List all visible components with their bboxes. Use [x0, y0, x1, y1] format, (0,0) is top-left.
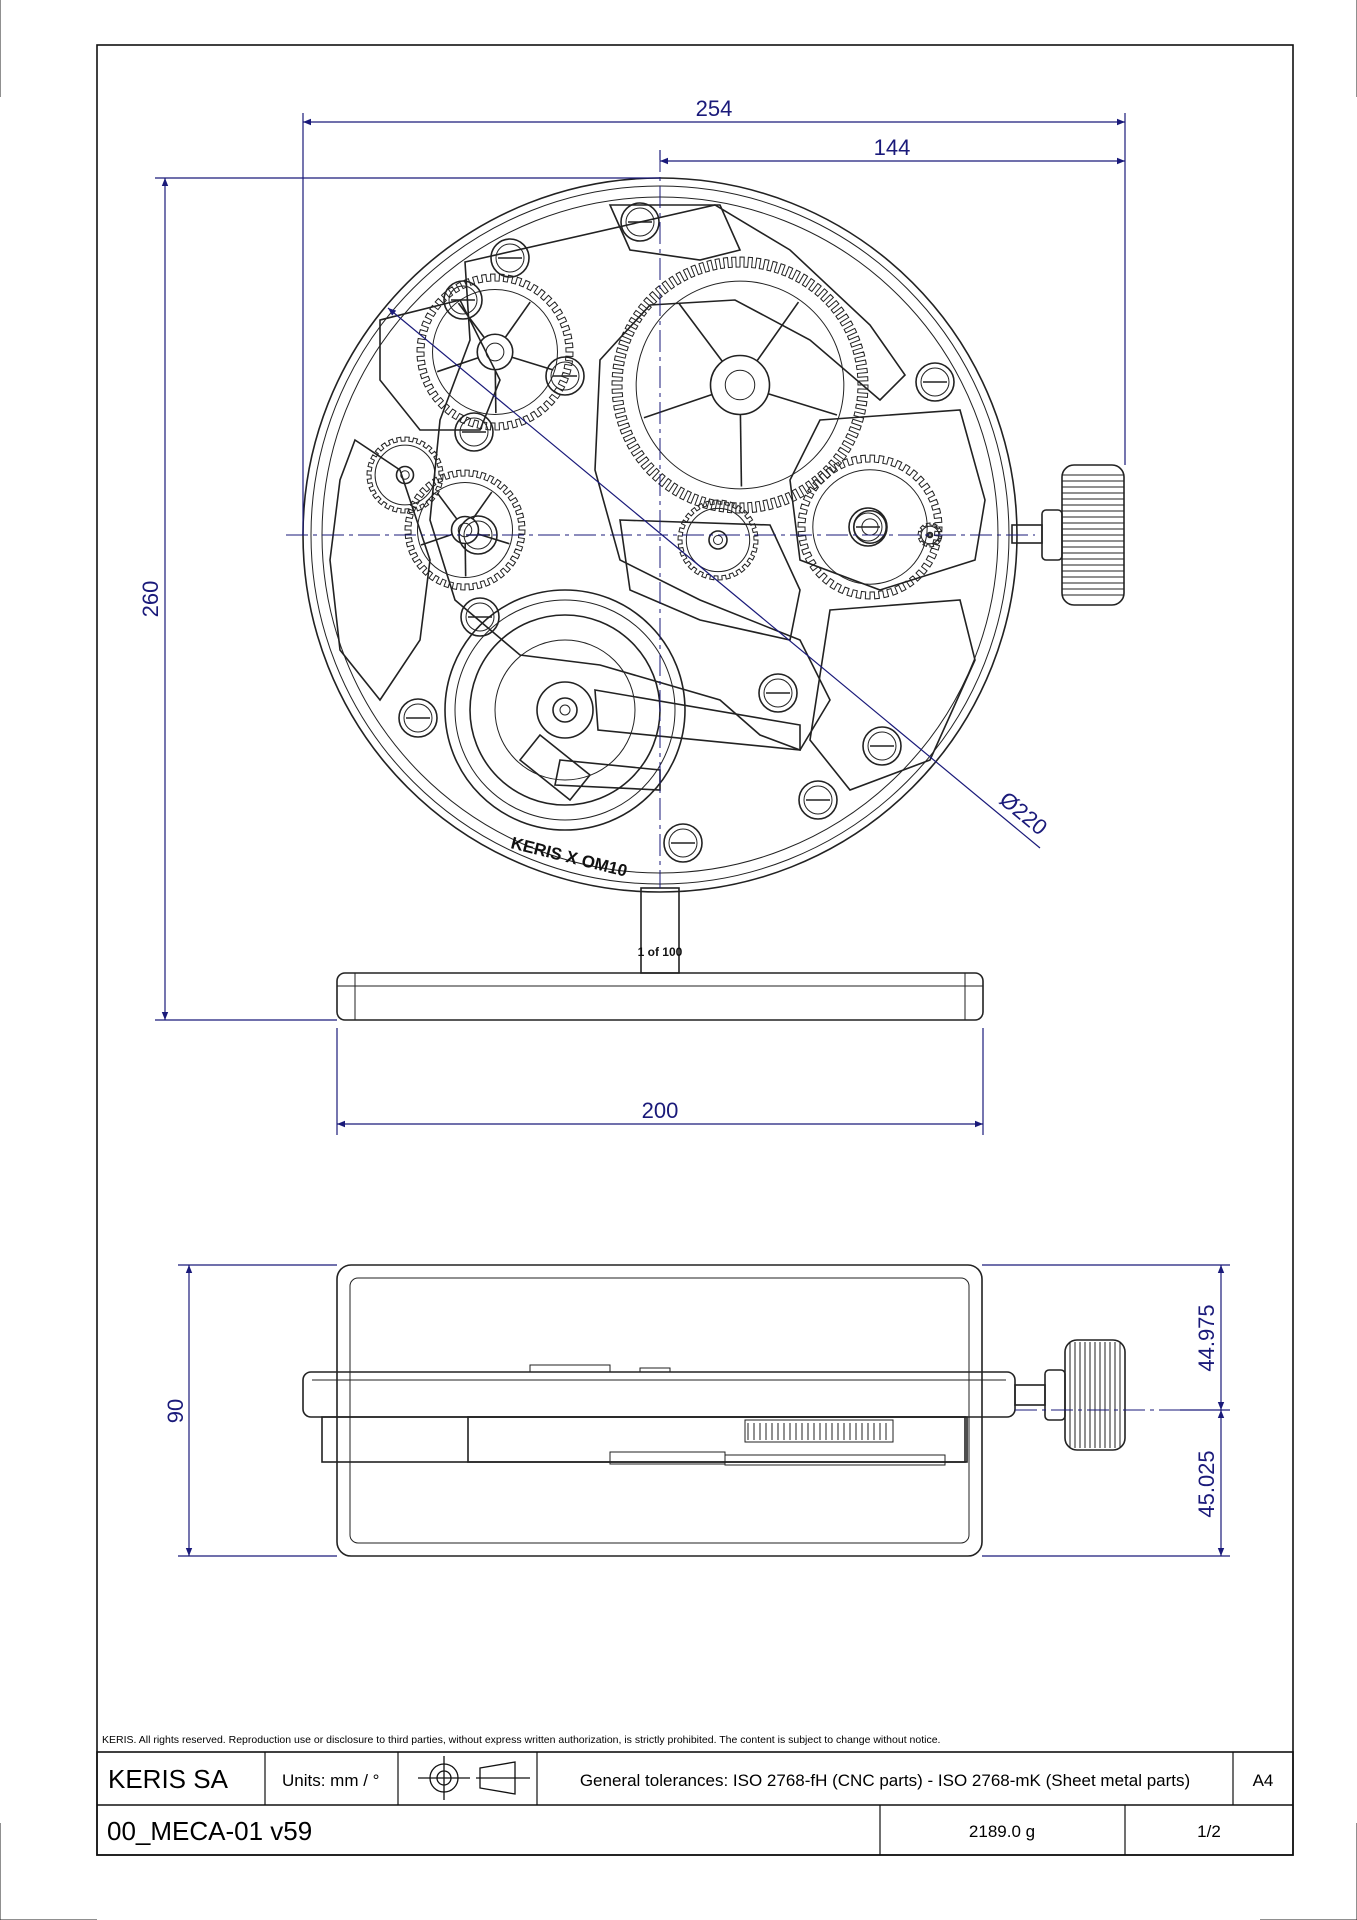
stand-base — [336, 972, 984, 1021]
part-mass: 2189.0 g — [969, 1822, 1035, 1841]
units-label: Units: mm / ° — [282, 1771, 379, 1790]
screw — [620, 202, 660, 242]
general-tolerances: General tolerances: ISO 2768-fH (CNC par… — [580, 1771, 1190, 1790]
screw — [915, 362, 955, 402]
side-dimensions: 90 44.975 45.025 — [163, 1264, 1230, 1557]
dimension-side-height: 90 — [163, 1399, 188, 1423]
screws — [398, 202, 955, 863]
drawing-id: 00_MECA-01 v59 — [107, 1816, 312, 1846]
screw — [798, 780, 838, 820]
screw — [490, 238, 530, 278]
dimension-height-overall: 260 — [138, 581, 163, 618]
gear-train — [366, 256, 943, 600]
edition-engraving: 1 of 100 — [638, 945, 683, 959]
first-angle-projection-icon — [418, 1756, 530, 1800]
stand-post — [640, 887, 680, 974]
screw — [848, 507, 888, 547]
escape-wheel — [366, 436, 444, 514]
brand-engraving: KERIS X OM10 — [509, 833, 629, 880]
screw — [545, 356, 585, 396]
front-view: 1 of 100 — [286, 150, 1125, 1021]
front-dimensions: 254 144 260 Ø220 200 — [138, 96, 1126, 1135]
dimension-right-offset: 144 — [874, 135, 911, 160]
bridges — [329, 204, 986, 791]
sheet-format: A4 — [1253, 1771, 1274, 1790]
sheet-number: 1/2 — [1197, 1822, 1221, 1841]
dimension-side-lower: 45.025 — [1194, 1450, 1219, 1517]
screw — [663, 823, 703, 863]
dimension-diameter: Ø220 — [995, 787, 1052, 841]
minute-wheel — [677, 499, 759, 581]
screw — [398, 698, 438, 738]
copyright-notice: KERIS. All rights reserved. Reproduction… — [102, 1734, 940, 1746]
center-wheel — [611, 256, 869, 514]
crown — [1011, 464, 1125, 606]
title-block: KERIS SA Units: mm / ° General tolerance… — [96, 1751, 1294, 1856]
screw — [454, 412, 494, 452]
side-view — [302, 1264, 1180, 1557]
screw — [460, 597, 500, 637]
screw — [443, 280, 483, 320]
balance-wheel — [444, 589, 801, 831]
dimension-base-width: 200 — [642, 1098, 679, 1123]
fourth-wheel — [404, 469, 526, 591]
dimension-side-upper: 44.975 — [1194, 1304, 1219, 1371]
screw — [758, 673, 798, 713]
screw — [862, 726, 902, 766]
drawing-frame — [96, 44, 1294, 1856]
third-wheel — [416, 273, 574, 431]
company-name: KERIS SA — [108, 1764, 229, 1794]
dimension-width-overall: 254 — [696, 96, 733, 121]
